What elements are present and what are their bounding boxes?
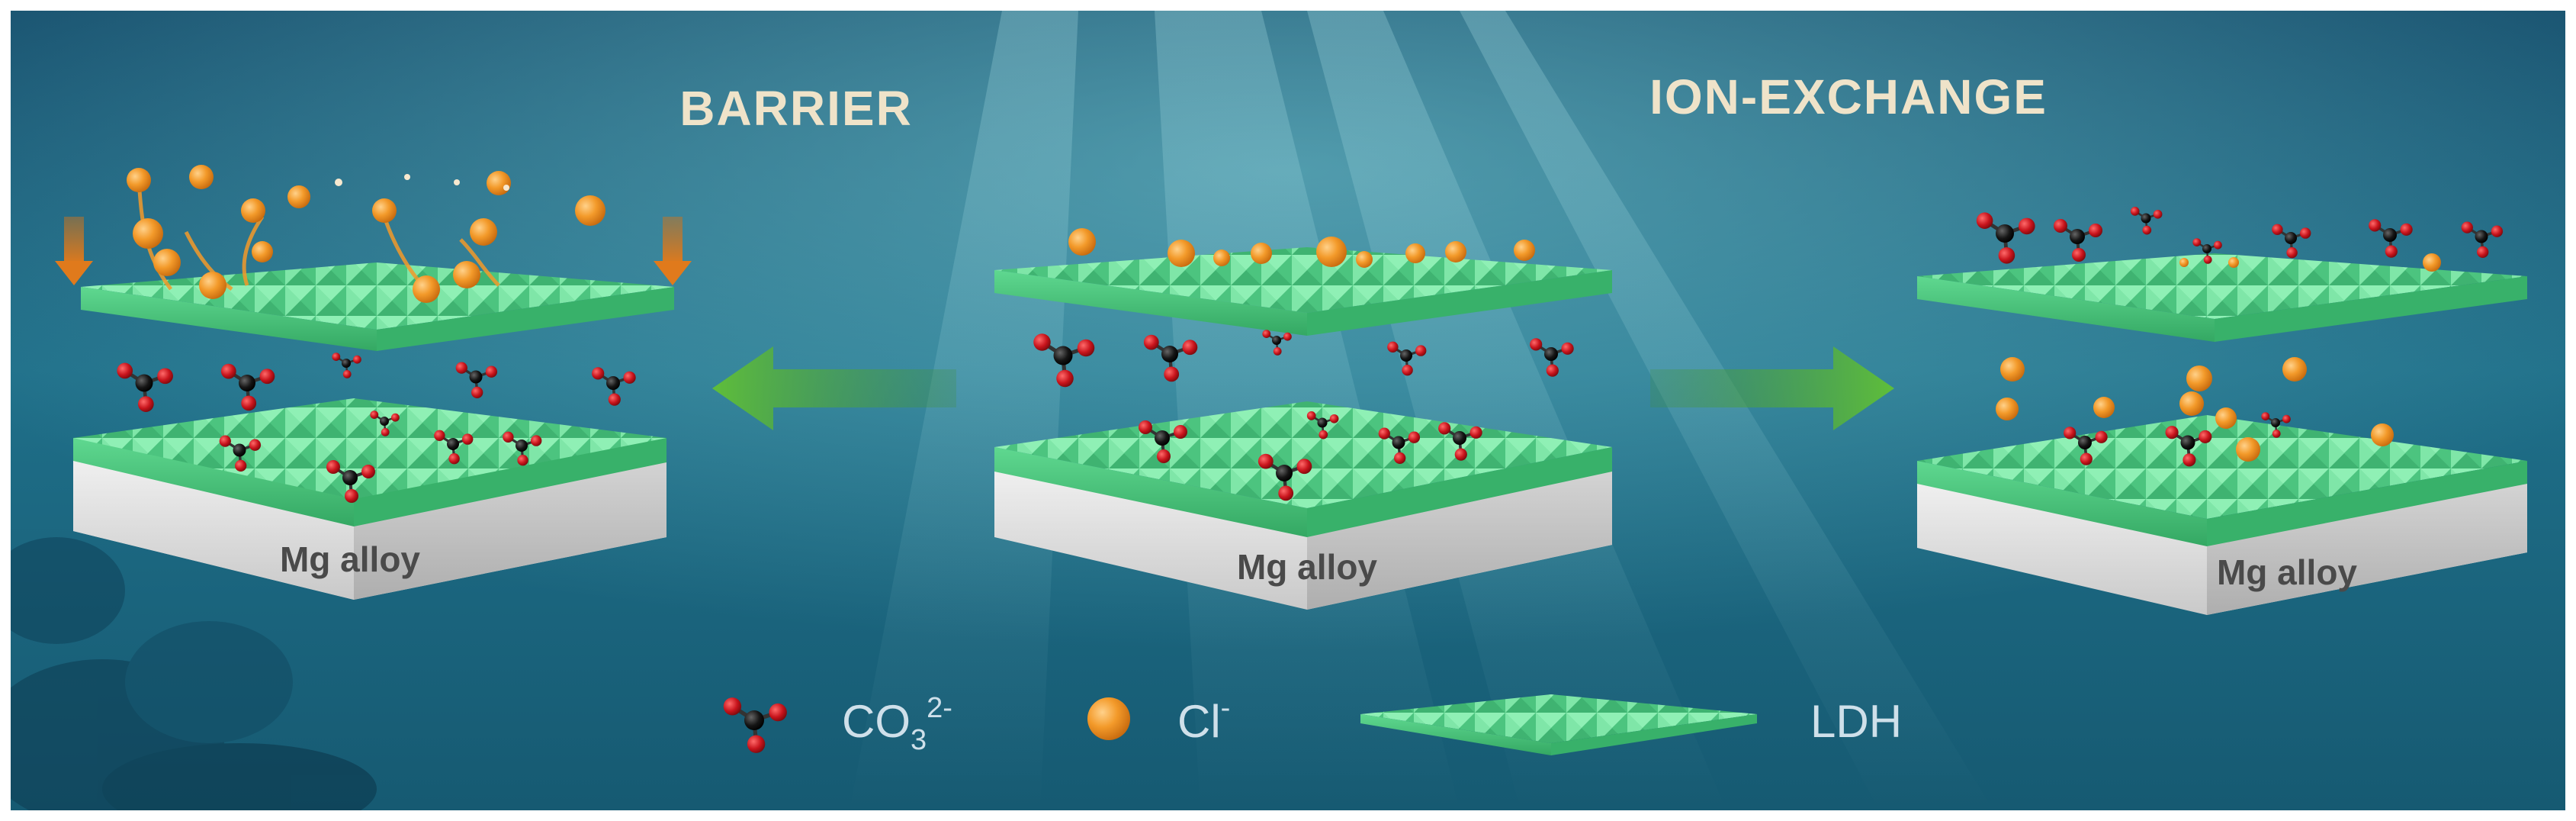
diagram-canvas: BARRIER ION-EXCHANGE Mg alloy xyxy=(11,11,2565,810)
barrier-title: BARRIER xyxy=(679,81,913,136)
mg-alloy-label-center: Mg alloy xyxy=(1237,547,1377,587)
mg-alloy-label-right: Mg alloy xyxy=(2217,552,2357,592)
ion-exchange-title: ION-EXCHANGE xyxy=(1649,69,2048,124)
ldh-corrosion-diagram: BARRIER ION-EXCHANGE Mg alloy xyxy=(11,11,2565,810)
ldh-legend-label: LDH xyxy=(1810,696,1902,747)
chloride-legend-icon xyxy=(1087,697,1130,740)
mg-alloy-label: Mg alloy xyxy=(280,539,420,579)
